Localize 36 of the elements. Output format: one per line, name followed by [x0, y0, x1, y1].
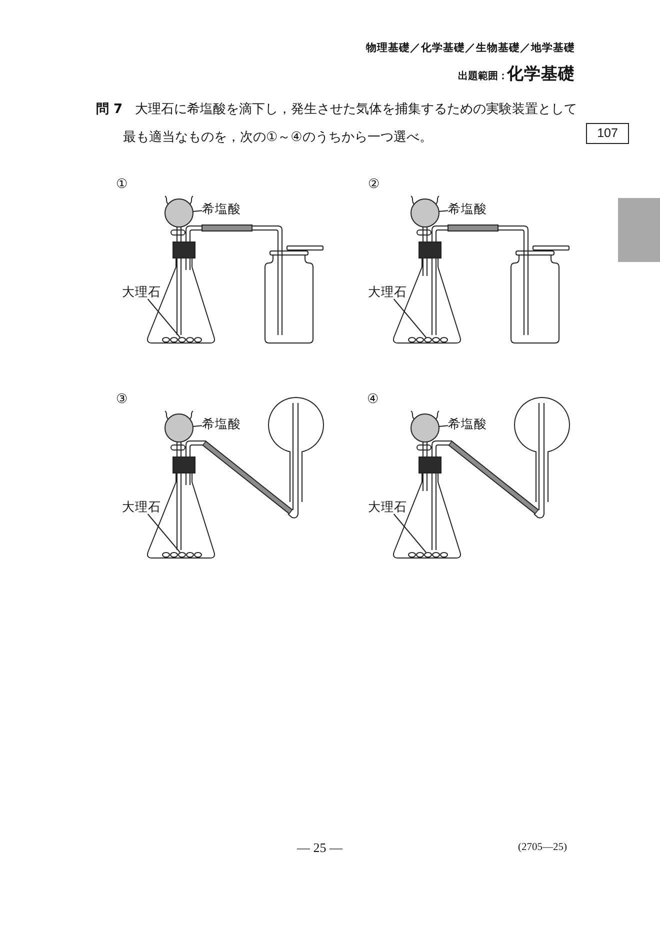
option-number: ④	[367, 392, 379, 407]
leader-line	[438, 425, 448, 427]
marble-pieces	[408, 337, 448, 343]
part-label: 希塩酸	[448, 416, 487, 431]
subject-list: 物理基礎／化学基礎／生物基礎／地学基礎	[366, 41, 575, 55]
option-number: ③	[116, 392, 128, 407]
answer-number-box: 107	[586, 123, 629, 144]
marble-pieces	[162, 337, 202, 343]
leader-line	[393, 514, 427, 553]
part-label: 希塩酸	[202, 201, 241, 216]
dropping-funnel-bulb	[164, 198, 194, 228]
leader-line	[192, 425, 202, 427]
leader-line	[147, 514, 181, 553]
page-number: — 25 —	[297, 840, 342, 856]
question-number: 問 7	[96, 101, 123, 119]
leader-line	[393, 298, 427, 338]
part-label: 希塩酸	[202, 416, 241, 431]
dropping-funnel-bulb	[410, 414, 440, 442]
part-label: 大理石	[368, 499, 407, 514]
scope-subject: 化学基礎	[507, 63, 575, 85]
part-label: 大理石	[122, 499, 161, 514]
marble-pieces	[408, 552, 448, 558]
part-label: 大理石	[122, 284, 161, 299]
option-number: ②	[368, 177, 380, 192]
leader-line	[147, 298, 181, 338]
marble-pieces	[162, 552, 202, 558]
part-label: 希塩酸	[448, 201, 487, 216]
dropping-funnel-bulb	[164, 414, 194, 442]
leader-line	[438, 210, 448, 212]
exam-code: (2705—25)	[518, 842, 567, 853]
option-number: ①	[116, 177, 128, 192]
part-label: 大理石	[368, 284, 407, 299]
leader-line	[192, 210, 202, 212]
question-text: 大理石に希塩酸を滴下し，発生させた気体を捕集するための実験装置として最も適当なものを，次の①～④のうちから一つ選べ。	[123, 101, 578, 147]
dropping-funnel-bulb	[410, 198, 440, 228]
scope-label: 出題範囲：	[458, 70, 508, 83]
